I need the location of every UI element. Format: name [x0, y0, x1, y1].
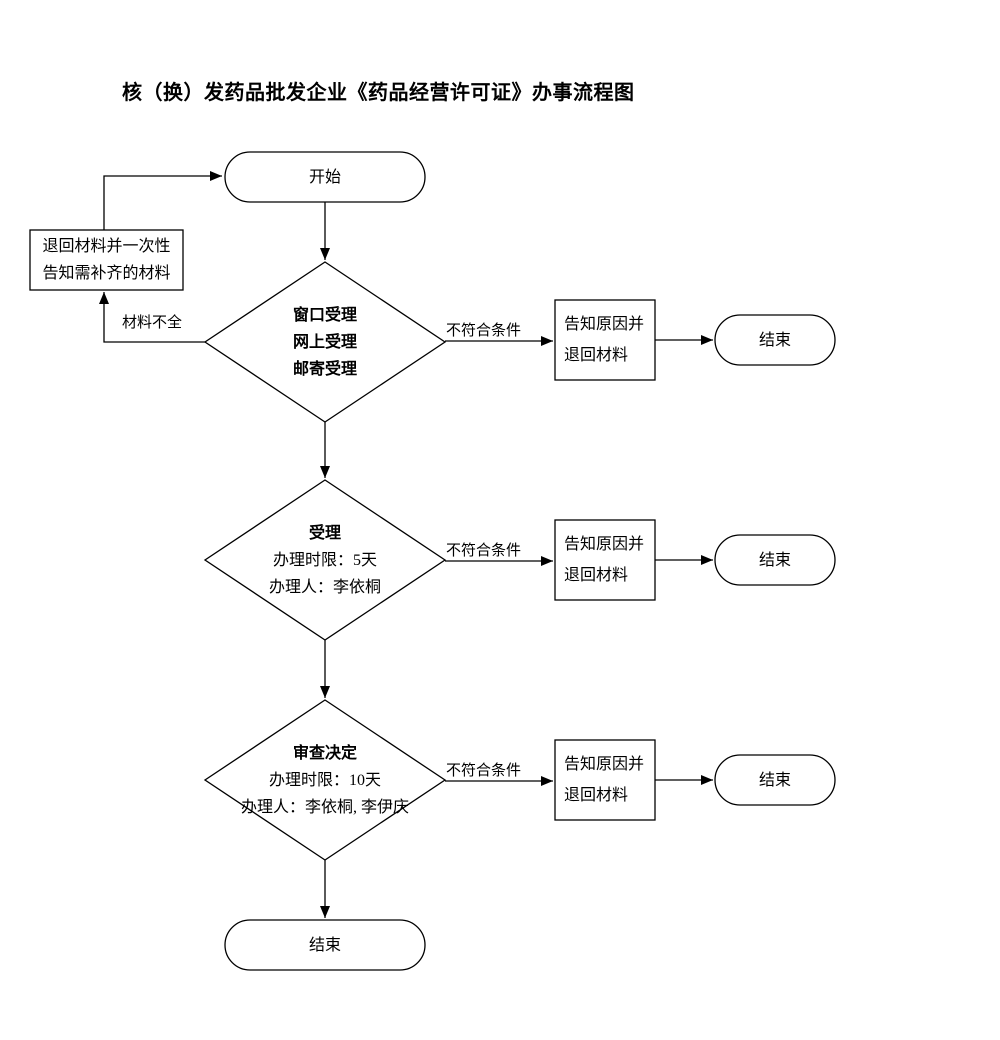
- return-box-line2: 告知需补齐的材料: [42, 265, 171, 282]
- return-box: 退回材料并一次性 告知需补齐的材料: [30, 230, 183, 290]
- decision1-shape: [203, 261, 447, 423]
- edge-label-material-incomplete: 材料不全: [122, 315, 183, 331]
- notify-box-1-line2: 退回材料: [564, 347, 629, 364]
- connector-decision1-to-returnbox: [99, 292, 205, 343]
- decision3-time-limit: 办理时限：10天: [268, 771, 381, 789]
- notify-box-2-line2: 退回材料: [564, 567, 629, 584]
- notify3-shape: [554, 739, 656, 821]
- decision3-title: 审查决定: [292, 744, 357, 762]
- start-node-label: 开始: [308, 168, 341, 186]
- decision2: 受理 办理时限：5天 办理人：李依桐: [205, 480, 445, 640]
- edge-label-not-qualified-2: 不符合条件: [446, 543, 522, 559]
- final-end-node-label: 结束: [308, 936, 341, 954]
- notify2-shape: [554, 519, 656, 601]
- edge-label-not-qualified-3: 不符合条件: [446, 763, 522, 779]
- end-node-3: 结束: [715, 755, 835, 805]
- end-node-1-label: 结束: [758, 331, 791, 349]
- end-node-3-label: 结束: [758, 771, 791, 789]
- decision1-line2: 网上受理: [292, 333, 357, 351]
- decision1-line3: 邮寄受理: [292, 360, 357, 378]
- end1-shape: [714, 314, 836, 366]
- edge-label-not-qualified-1: 不符合条件: [446, 323, 522, 339]
- page-title: 核（换）发药品批发企业《药品经营许可证》办事流程图: [122, 82, 635, 104]
- return-box-line1: 退回材料并一次性: [42, 238, 171, 255]
- notify-box-3-line1: 告知原因并: [564, 756, 645, 773]
- notify-box-2-line1: 告知原因并: [564, 536, 645, 553]
- decision2-handler: 办理人：李依桐: [268, 578, 381, 596]
- notify-box-2: 告知原因并 退回材料: [555, 520, 655, 600]
- decision3: 审查决定 办理时限：10天 办理人：李依桐, 李伊庆: [205, 700, 445, 860]
- end3-shape: [714, 754, 836, 806]
- decision2-time-limit: 办理时限：5天: [272, 551, 377, 569]
- notify1-shape: [554, 299, 656, 381]
- final-end-node: 结束: [225, 920, 425, 970]
- end-node-2: 结束: [715, 535, 835, 585]
- connector-returnbox-to-start: [103, 171, 222, 230]
- decision3-shape: [203, 699, 447, 861]
- decision1: 窗口受理 网上受理 邮寄受理: [205, 262, 445, 422]
- decision3-handler: 办理人：李依桐, 李伊庆: [240, 798, 409, 816]
- start-node-shape: [224, 151, 426, 203]
- decision1-line1: 窗口受理: [292, 306, 357, 324]
- notify-box-1-line1: 告知原因并: [564, 316, 645, 333]
- return-box-shape: [29, 229, 184, 291]
- end-node-1: 结束: [715, 315, 835, 365]
- final-end-shape: [224, 919, 426, 971]
- start-node: 开始: [225, 152, 425, 202]
- decision2-title: 受理: [308, 524, 341, 542]
- decision2-shape: [203, 479, 447, 641]
- end-node-2-label: 结束: [758, 551, 791, 569]
- notify-box-1: 告知原因并 退回材料: [555, 300, 655, 380]
- notify-box-3-line2: 退回材料: [564, 787, 629, 804]
- notify-box-3: 告知原因并 退回材料: [555, 740, 655, 820]
- end2-shape: [714, 534, 836, 586]
